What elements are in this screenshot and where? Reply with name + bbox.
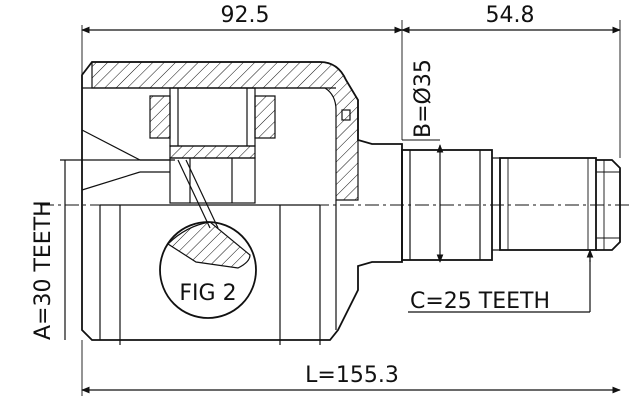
dim-b-diameter: B=Ø35 [411, 59, 436, 138]
a-teeth-label: A=30 TEETH [31, 200, 56, 340]
c-teeth-annotation: C=25 TEETH [408, 249, 594, 314]
diameter-dimension: B=Ø35 [402, 59, 444, 263]
a-teeth-annotation: A=30 TEETH [31, 159, 175, 340]
inner-bearing [81, 87, 276, 229]
overall-length-dimension: L=155.3 [81, 340, 621, 396]
c-teeth-label: C=25 TEETH [410, 289, 550, 314]
outer-housing [81, 61, 403, 345]
fig-2-label: FIG 2 [179, 281, 236, 306]
dim-length: L=155.3 [305, 363, 399, 388]
top-dimensions: 92.5 54.8 [81, 3, 621, 158]
dim-92-5: 92.5 [221, 3, 270, 28]
fig-2-detail: FIG 2 [159, 221, 257, 319]
dim-54-8: 54.8 [486, 3, 535, 28]
